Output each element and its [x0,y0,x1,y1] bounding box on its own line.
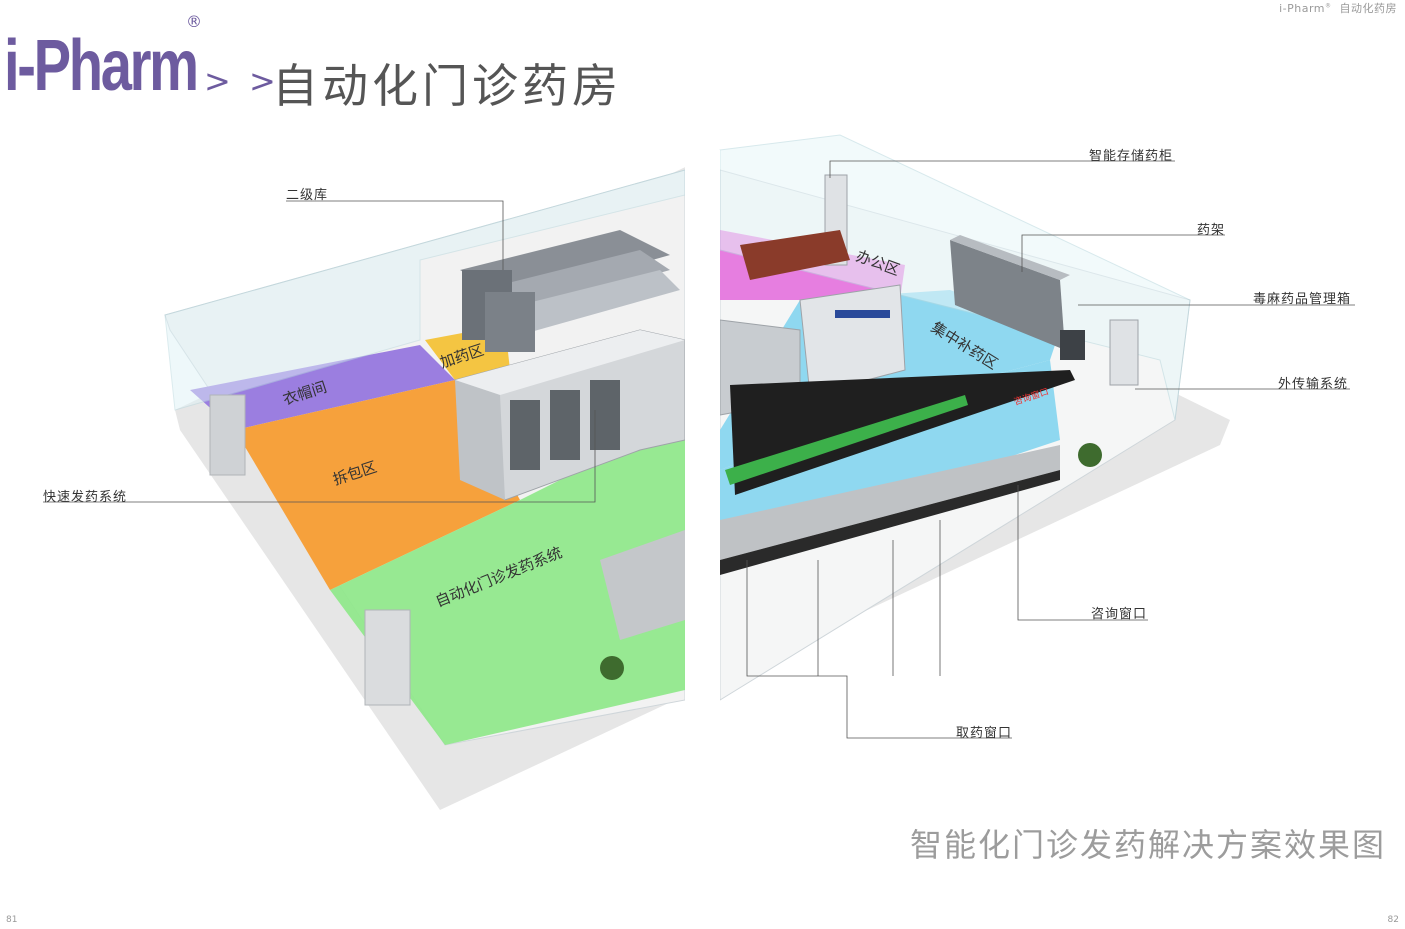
running-header: i-Pharm® 自动化药房 [1279,0,1397,16]
medicine-shelves [950,235,1070,350]
brand-logo: i-Pharm [4,26,199,106]
conference-table [740,230,850,280]
callout-shelf: 药架 [1197,223,1226,238]
replenish-unit-stripe [835,310,890,318]
page-number-right: 82 [1387,915,1399,925]
title-arrows: > > [204,62,280,100]
callout-consult: 咨询窗口 [1091,607,1148,622]
running-header-section: 自动化药房 [1339,2,1397,15]
fast-dispense-machines [454,319,801,501]
pickup-counter-left [600,530,685,640]
cloakroom-door [209,394,246,476]
callout-secondary-store: 二级库 [286,188,329,203]
unpacking-zone [235,380,520,590]
entrance-door-left [364,609,411,706]
plant-right [1078,443,1102,467]
page-title: i-Pharm [4,30,251,102]
callout-smart-cabinet: 智能存储药柜 [1089,149,1174,164]
running-header-reg: ® [1325,2,1332,10]
secondary-store-shelves [460,230,680,352]
plant-left [600,656,624,680]
narcotics-box [1060,330,1085,360]
cloakroom-zone [190,345,455,430]
dispensing-zone [330,440,685,745]
page-gutter [685,150,720,710]
green-partition [725,395,968,485]
transport-system [1109,319,1139,386]
counter-front [720,470,1060,575]
brand-registered-mark: ® [186,12,202,31]
window-sign-bar [730,370,1075,495]
callout-fast-dispense: 快速发药系统 [43,490,128,505]
callout-transport: 外传输系统 [1278,377,1349,392]
page-number-left: 81 [6,915,18,925]
running-header-brand: i-Pharm [1279,2,1325,15]
pickup-counter-right [720,445,1060,560]
figure-caption: 智能化门诊发药解决方案效果图 [910,826,1387,864]
title-text: 自动化门诊药房 [272,59,622,113]
callout-narcotics: 毒麻药品管理箱 [1253,292,1352,307]
callout-pickup: 取药窗口 [956,726,1013,741]
callout-leaders [43,160,1355,739]
